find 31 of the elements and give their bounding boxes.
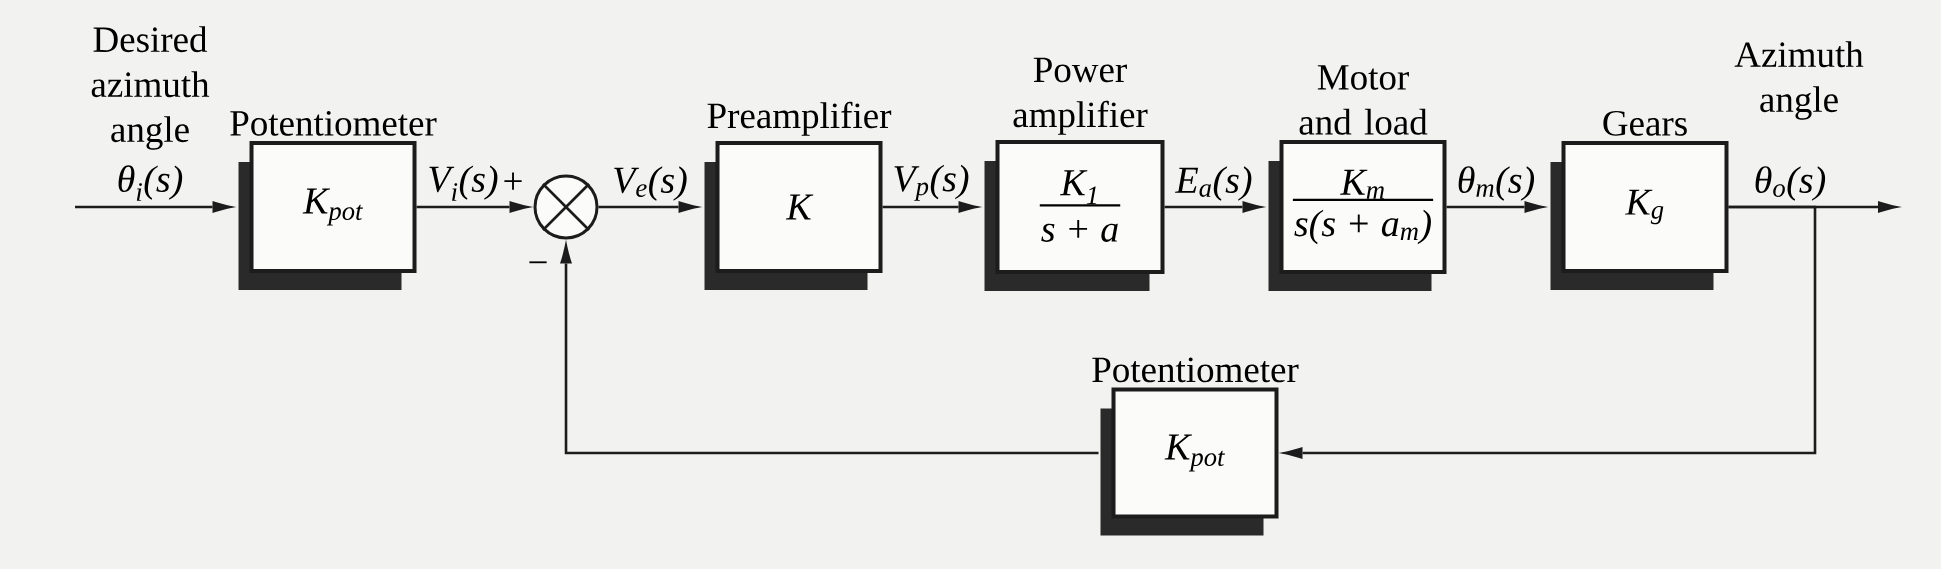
block-box: K$_{g}$ xyxy=(1550,141,1729,290)
signal-label: θ$_{i}$(s) xyxy=(118,165,183,201)
signal-caption: Azimuth angle xyxy=(1734,41,1864,120)
arrow xyxy=(598,201,703,213)
polarity-sign: + xyxy=(504,172,522,190)
block-title: Gears xyxy=(1603,110,1687,136)
block-title: Potentiometer xyxy=(1092,357,1299,383)
arrow xyxy=(416,201,534,213)
block-box: K$_{pot}$ xyxy=(1100,387,1279,536)
arrow xyxy=(1278,205,1817,459)
arrow xyxy=(560,239,1099,455)
summing-junction xyxy=(533,174,599,240)
signal-label: θ$_{m}$(s) xyxy=(1458,166,1535,201)
signal-label: V$_{p}$(s) xyxy=(894,164,969,201)
block-title: Power amplifier xyxy=(1013,57,1148,135)
arrow xyxy=(882,201,983,213)
block-box: K xyxy=(704,141,883,290)
signal-label: V$_{i}$(s) xyxy=(429,165,498,201)
block-box: K$_{1}$ s + a xyxy=(984,140,1165,291)
block-title: Motor and load xyxy=(1299,65,1428,135)
block-box: K$_{pot}$ xyxy=(238,141,417,290)
polarity-sign: − xyxy=(529,261,547,264)
block-box: K$_{m}$ s(s + a$_{m}$) xyxy=(1268,140,1447,291)
arrow xyxy=(1164,201,1267,213)
signal-label: V$_{e}$(s) xyxy=(614,166,687,201)
arrow xyxy=(1446,201,1549,213)
signal-label: E$_{a}$(s) xyxy=(1175,166,1252,201)
signal-label: θ$_{o}$(s) xyxy=(1755,166,1826,201)
block-title: Preamplifier xyxy=(707,101,892,136)
arrow xyxy=(75,201,237,213)
block-title: Potentiometer xyxy=(230,110,437,136)
